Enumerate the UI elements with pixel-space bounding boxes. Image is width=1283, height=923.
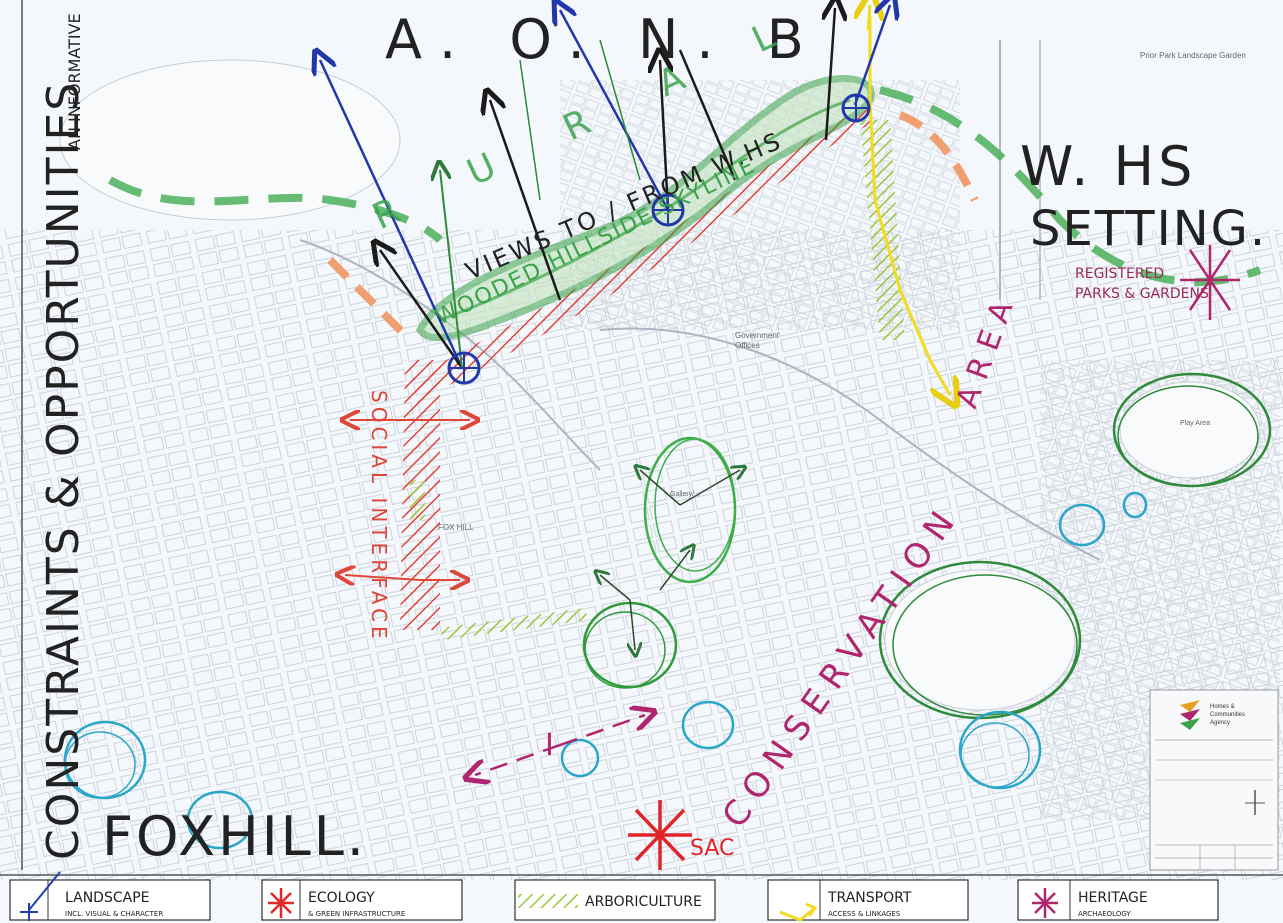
legend-item-arboriculture[interactable]: ARBORICULTURE: [514, 879, 716, 921]
title-block: Homes & Communities Agency: [1149, 689, 1279, 871]
magenta-asterisk-icon: [1032, 888, 1058, 918]
social-interface-arrows: [345, 420, 470, 580]
gallery-label: Gallery/...: [670, 491, 700, 498]
legend-subtitle: ARCHAEOLOGY: [1078, 910, 1131, 918]
transport-link-north: [868, 5, 870, 31]
whs-boundary-west: [108, 176, 443, 243]
north-arrow-icon: [1245, 790, 1265, 815]
open-field-park: [884, 569, 1076, 711]
open-field-east: [1119, 381, 1261, 479]
legend-title: TRANSPORT: [827, 890, 912, 906]
heritage-asterisk-icon[interactable]: [1180, 245, 1240, 320]
heritage-marker: I: [545, 728, 554, 763]
legend-subtitle: INCL. VISUAL & CHARACTER: [65, 910, 163, 918]
open-field-north: [59, 59, 401, 221]
legend-title: ECOLOGY: [308, 890, 375, 906]
green-space-arrows: [600, 470, 740, 650]
heritage-arrow-west: [475, 743, 561, 775]
red-asterisk-icon: [268, 888, 294, 918]
legend-item-transport[interactable]: TRANSPORT ACCESS & LINKAGES: [767, 879, 969, 922]
heritage-arrow-east: [559, 715, 645, 747]
map-legend: LANDSCAPE INCL. VISUAL & CHARACTER ECOLO…: [9, 871, 1219, 922]
aonb-label: A. O. N. B: [385, 8, 822, 71]
legend-subtitle: & GREEN INFRASTRUCTURE: [308, 910, 405, 918]
logo-line1: Homes &: [1210, 704, 1235, 710]
prior-park-label: Prior Park Landscape Garden: [1140, 51, 1246, 60]
yellow-arrow-icon: [779, 902, 818, 922]
legend-item-ecology[interactable]: ECOLOGY & GREEN INFRASTRUCTURE: [261, 879, 463, 921]
green-hatch-icon: [518, 894, 578, 908]
parks-gardens-label: PARKS & GARDENS: [1075, 286, 1209, 302]
orange-boundary-west: [327, 257, 413, 343]
whs-label: W. HS: [1020, 135, 1196, 198]
view-arrows: [320, 5, 890, 369]
cyan-constraint-circles: [63, 491, 1148, 850]
viewpoint-icon[interactable]: [651, 193, 685, 227]
offices-label: Offices: [735, 341, 760, 350]
legend-item-landscape[interactable]: LANDSCAPE INCL. VISUAL & CHARACTER: [9, 871, 211, 921]
registered-label: REGISTERED: [1075, 266, 1164, 282]
legend-title: HERITAGE: [1078, 890, 1148, 906]
map-vertical-title: CONSTRAINTS & OPPORTUNITIES: [38, 81, 89, 860]
legend-item-heritage[interactable]: HERITAGE ARCHAEOLOGY: [1017, 879, 1219, 921]
logo-line2: Communities: [1210, 712, 1245, 718]
play-area-label: Play Area: [1180, 420, 1210, 427]
transport-link-east: [868, 15, 950, 395]
blue-compass-icon: [20, 871, 61, 921]
legend-title: LANDSCAPE: [65, 890, 149, 906]
government-label: Government: [735, 331, 780, 340]
whs-boundary-east: [879, 86, 1262, 286]
arboriculture-hatch-south: [440, 608, 588, 640]
viewpoint-icon[interactable]: [447, 351, 481, 385]
orange-boundary-east: [898, 111, 979, 202]
map-vertical-subtitle: AN INFORMATIVE: [65, 13, 84, 150]
social-interface-label: SOCIAL INTERFACE: [367, 390, 391, 643]
logo-line3: Agency: [1210, 720, 1230, 726]
road-2: [599, 327, 1101, 561]
foxhill-small-label: FOX HILL: [438, 523, 474, 532]
foxhill-label: FOXHILL.: [102, 805, 367, 868]
legend-subtitle: ACCESS & LINKAGES: [828, 910, 901, 918]
setting-label: SETTING.: [1030, 201, 1267, 257]
arboriculture-hatch-small: [410, 480, 425, 520]
sac-label: SAC: [690, 836, 734, 861]
sac-asterisk-icon[interactable]: [628, 800, 692, 870]
road-1: [299, 239, 601, 471]
viewpoint-icon[interactable]: [841, 93, 871, 123]
legend-title: ARBORICULTURE: [585, 894, 702, 910]
